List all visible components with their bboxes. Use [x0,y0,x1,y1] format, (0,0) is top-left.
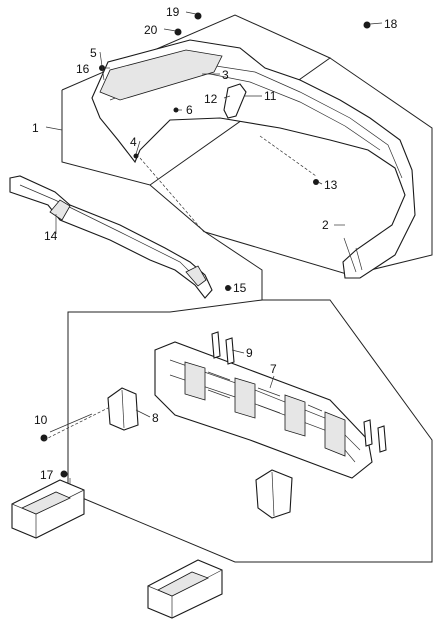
clip-set [211,331,387,453]
side-bracket [223,83,247,119]
callout-2: 2 [322,218,329,232]
callout-8: 8 [152,411,159,425]
callout-14: 14 [44,229,58,243]
callout-17: 17 [40,468,54,482]
rear-bumper-cover [91,39,416,279]
callout-13: 13 [324,178,338,192]
callout-12: 12 [204,92,218,106]
frame-mounts [11,479,223,619]
callout-5: 5 [90,46,97,60]
callout-4: 4 [130,135,137,149]
callout-10: 10 [34,413,48,427]
alignment-lines [43,135,317,441]
callout-3: 3 [222,68,229,82]
leader-lines [45,11,383,484]
callout-20: 20 [144,23,158,37]
bumper-absorber-rail [9,175,213,299]
callout-7: 7 [270,362,277,376]
beam-brackets [107,387,293,519]
callout-9: 9 [246,346,253,360]
callout-11: 11 [264,89,277,103]
callout-18: 18 [384,17,398,31]
callout-labels: 1 2 3 4 5 6 7 8 9 10 11 12 13 14 15 16 1… [32,5,398,482]
callout-16: 16 [76,62,90,76]
callout-15: 15 [233,281,247,295]
fasteners [40,12,371,478]
callout-19: 19 [166,5,180,19]
callout-6: 6 [186,103,193,117]
callout-1: 1 [32,121,39,135]
rear-bumper-beam [154,341,373,479]
